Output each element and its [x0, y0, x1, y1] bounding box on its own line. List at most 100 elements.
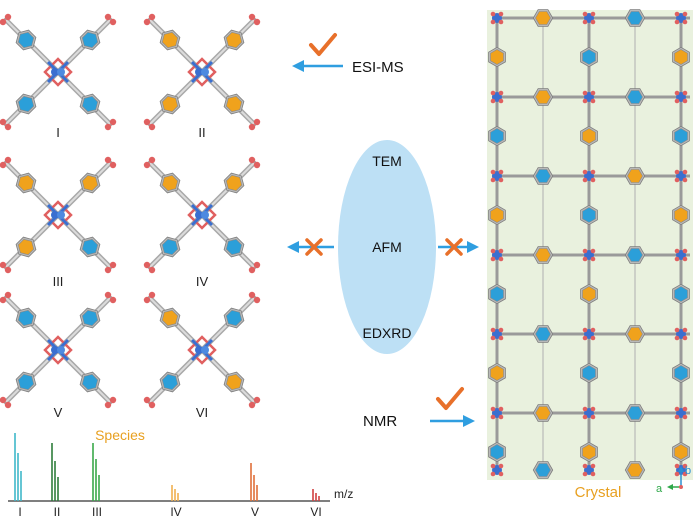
metal-atom — [195, 211, 203, 219]
ring-core — [17, 309, 35, 327]
lattice-oxygen — [498, 463, 504, 469]
ring-core — [490, 286, 504, 302]
ring-core — [17, 238, 35, 256]
ring-core — [490, 128, 504, 144]
lattice-oxygen — [582, 11, 588, 17]
lattice-oxygen — [582, 90, 588, 96]
ring-core — [81, 174, 99, 192]
lattice-oxygen — [498, 414, 504, 420]
lattice-oxygen — [582, 177, 588, 183]
ring-core — [17, 174, 35, 192]
core-oxygen-frame — [43, 200, 73, 230]
species-label-IV: IV — [196, 274, 209, 289]
ring-core — [17, 373, 35, 391]
ring-core — [535, 11, 551, 25]
oxygen-atom — [248, 13, 256, 21]
oxygen-atom — [104, 291, 112, 299]
species-label-VI: VI — [196, 405, 208, 420]
ring-core — [225, 309, 243, 327]
oxygen-atom — [148, 401, 156, 409]
oxygen-atom — [143, 161, 151, 169]
lattice-oxygen — [674, 406, 680, 412]
core-oxygen-frame — [43, 335, 73, 365]
lattice-oxygen — [590, 98, 596, 104]
nmr-label: NMR — [363, 413, 397, 430]
oxygen-atom — [143, 118, 151, 126]
molecule-IV — [143, 156, 261, 274]
spectrum-axis-label: m/z — [334, 487, 353, 501]
lattice-oxygen — [674, 90, 680, 96]
ring-core — [161, 95, 179, 113]
lattice-oxygen — [582, 98, 588, 104]
lattice-oxygen — [590, 256, 596, 262]
metal-atom — [57, 211, 65, 219]
lattice-oxygen — [682, 463, 688, 469]
lattice-oxygen — [490, 414, 496, 420]
afm-label: AFM — [372, 239, 402, 255]
check-icon — [436, 387, 464, 410]
lattice-oxygen — [582, 169, 588, 175]
ms-spectrum — [8, 433, 330, 502]
lattice-oxygen — [498, 335, 504, 341]
lattice-oxygen — [674, 169, 680, 175]
ring-core — [627, 169, 643, 183]
oxygen-atom — [253, 18, 261, 26]
lattice-oxygen — [582, 406, 588, 412]
oxygen-atom — [104, 13, 112, 21]
ring-core — [490, 207, 504, 223]
right-crossed-arrow — [438, 238, 479, 256]
oxygen-atom — [104, 156, 112, 164]
check-icon — [309, 33, 337, 56]
lattice-oxygen — [674, 11, 680, 17]
axis-indicator — [667, 466, 684, 490]
ring-core — [674, 365, 688, 381]
lattice-oxygen — [682, 327, 688, 333]
ring-core — [225, 238, 243, 256]
oxygen-atom — [4, 266, 12, 274]
spectrum-tick-VI: VI — [310, 505, 321, 519]
lattice-oxygen — [498, 98, 504, 104]
lattice-oxygen — [490, 19, 496, 25]
ring-core — [582, 207, 596, 223]
spectrum-tick-III: III — [92, 505, 102, 519]
arrow-right-icon — [463, 415, 475, 427]
oxygen-atom — [248, 401, 256, 409]
lattice-oxygen — [498, 19, 504, 25]
oxygen-atom — [0, 118, 7, 126]
lattice-oxygen — [498, 406, 504, 412]
oxygen-atom — [104, 401, 112, 409]
oxygen-atom — [248, 291, 256, 299]
crystal-lattice — [488, 9, 690, 479]
lattice-oxygen — [490, 327, 496, 333]
lattice-oxygen — [490, 169, 496, 175]
oxygen-atom — [253, 261, 261, 269]
lattice-oxygen — [582, 256, 588, 262]
lattice-oxygen — [682, 335, 688, 341]
ring-core — [535, 90, 551, 104]
lattice-oxygen — [582, 19, 588, 25]
lattice-oxygen — [682, 98, 688, 104]
oxygen-atom — [248, 266, 256, 274]
oxygen-atom — [253, 296, 261, 304]
arrow-left-icon — [292, 60, 304, 72]
lattice-oxygen — [674, 248, 680, 254]
oxygen-atom — [143, 261, 151, 269]
ring-core — [161, 373, 179, 391]
spectrum-tick-I: I — [18, 505, 21, 519]
ring-core — [582, 365, 596, 381]
lattice-oxygen — [682, 177, 688, 183]
lattice-oxygen — [674, 414, 680, 420]
lattice-oxygen — [498, 248, 504, 254]
crystal-label: Crystal — [575, 484, 622, 501]
metal-atom — [57, 346, 65, 354]
ring-core — [582, 128, 596, 144]
lattice-oxygen — [590, 335, 596, 341]
lattice-oxygen — [490, 98, 496, 104]
lattice-oxygen — [582, 327, 588, 333]
lattice-oxygen — [682, 248, 688, 254]
oxygen-atom — [148, 156, 156, 164]
lattice-oxygen — [590, 463, 596, 469]
oxygen-atom — [109, 18, 117, 26]
ring-core — [674, 286, 688, 302]
